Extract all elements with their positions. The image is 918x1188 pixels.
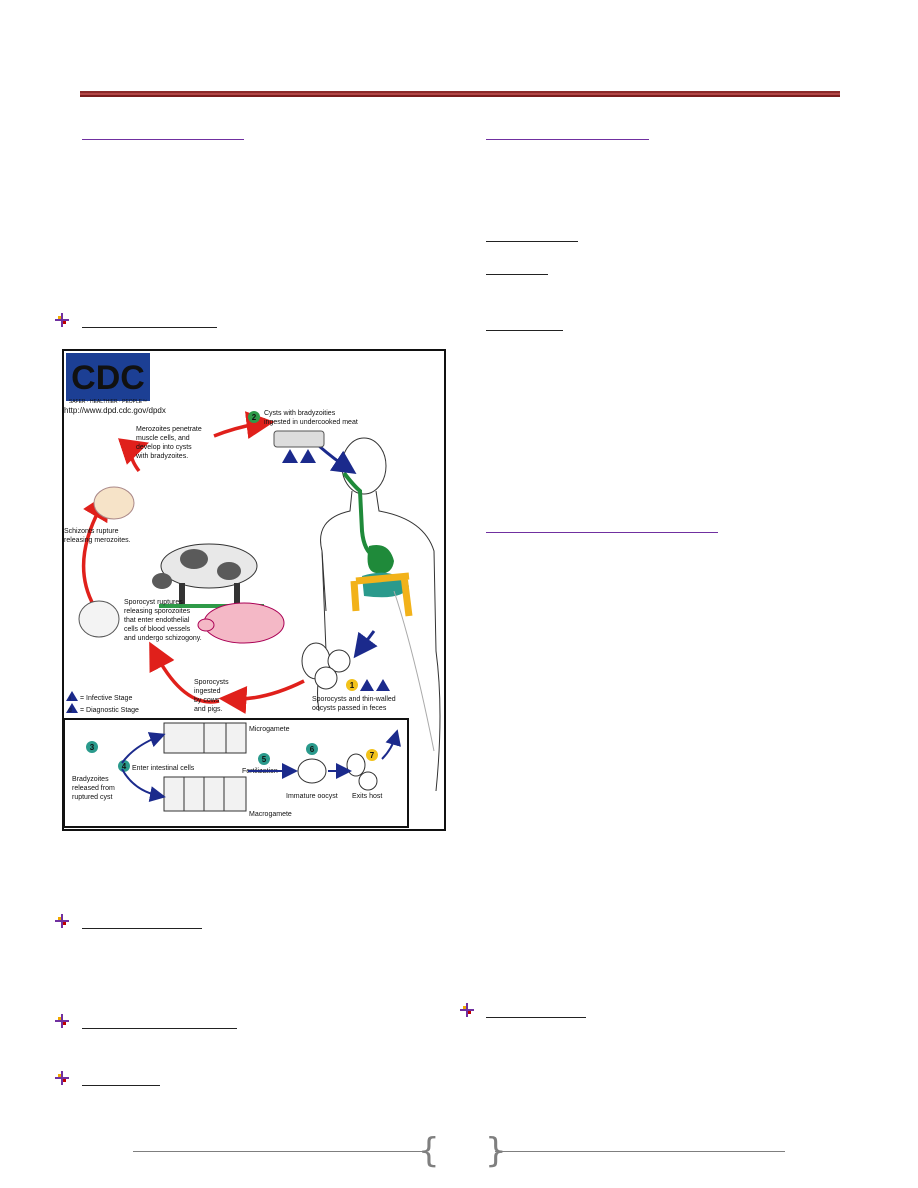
passed-stage-icons [360,679,390,691]
oocyst-cluster-icon [301,642,351,690]
bradyzoites-label-2: released from [72,785,115,792]
bullet-icon [55,313,69,327]
sporocyst-cell-icon [78,600,120,638]
bullet-icon [55,914,69,928]
sporocyst-label-2: releasing sporozoites [124,608,191,615]
step-3-badge [86,741,98,753]
left-bullet-underline-4 [82,1085,160,1086]
merozoites-label-4: with bradyzoites. [135,453,188,460]
svg-text:2: 2 [252,413,257,422]
cdc-logo: CDC SAFER · HEALTHIER · PEOPLE™ [66,353,150,405]
schizont-cell-icon [93,486,135,520]
left-bullet-underline-2 [82,928,202,929]
intestinal-inset-box [63,718,409,828]
ingested-label-1: Sporocysts [194,679,229,686]
svg-text:i: i [69,696,70,702]
sporocyst-label-5: and undergo schizogony. [124,635,202,642]
sporocyst-label-3: that enter endothelial [124,617,190,624]
svg-text:1: 1 [350,681,355,690]
step-1-badge [346,679,358,691]
bradyzoites-label-3: ruptured cyst [72,794,113,801]
cow-illustration [152,543,264,608]
stage-legend: i = Infective Stage d = Diagnostic Stage [66,691,139,714]
legend-diagnostic: = Diagnostic Stage [80,707,139,714]
svg-text:d: d [68,708,71,714]
bullet-icon [55,1071,69,1085]
left-bullet-underline-3 [82,1028,237,1029]
meat-cyst-icon [273,430,325,448]
cysts-label-1: Cysts with bradyzoities [264,410,336,417]
right-heading-underline-1 [486,139,649,140]
right-heading-underline-2 [486,532,718,533]
merozoites-label-1: Merozoites penetrate [136,426,202,433]
digestive-tract-illustration [342,471,435,752]
step-2-badge [248,411,260,423]
enter-cells-label: Enter intestinal cells [132,765,195,772]
right-underline-3 [486,274,548,275]
cdc-logo-text: CDC [71,359,145,397]
schizonts-label-1: Schizonts rupture [64,528,119,535]
macrogamete-label: Macrogamete [249,811,292,818]
microgamete-label: Microgamete [249,726,290,733]
transmission-arrows [318,444,378,659]
schizonts-label-2: releasing merozoites. [64,537,131,544]
exits-host-label: Exits host [352,793,382,800]
svg-text:4: 4 [122,762,127,771]
step-7-badge [366,749,378,761]
step-6-badge [306,743,318,755]
ingested-label-3: by cows [194,697,220,704]
sporocyst-label-1: Sporocyst ruptures [124,599,183,606]
immature-oocyst-icon [297,758,327,784]
right-underline-2 [486,241,578,242]
footer-left-brace-icon: { [418,1131,440,1171]
microgamete-cells [163,722,247,754]
ingested-label-2: ingested [194,688,221,695]
footer-rule-left [133,1151,423,1152]
svg-text:6: 6 [310,745,315,754]
cysts-label-2: ingested in undercooked meat [264,419,358,426]
human-body-illustration [317,437,441,792]
svg-text:7: 7 [370,751,375,760]
cdc-tagline: SAFER · HEALTHIER · PEOPLE™ [69,399,147,405]
passed-label-1: Sporocysts and thin-walled [312,696,396,703]
svg-text:5: 5 [262,755,267,764]
svg-text:3: 3 [90,743,95,752]
sporocyst-label-4: cells of blood vessels [124,626,191,633]
left-bullet-underline-1 [82,327,217,328]
merozoites-label-2: muscle cells, and [136,435,190,442]
bullet-icon [55,1014,69,1028]
footer-rule-right [495,1151,785,1152]
bradyzoites-label-1: Bradyzoites [72,776,109,783]
cycle-arrows [81,411,305,714]
immature-oocyst-label: Immature oocyst [286,793,338,800]
pig-illustration [197,602,285,644]
legend-infective: = Infective Stage [80,695,132,702]
right-bullet-underline-1 [486,1017,586,1018]
right-underline-4 [486,330,563,331]
passed-label-2: oocysts passed in feces [312,705,387,712]
infective-diagnostic-icons [282,449,316,463]
bullet-icon [460,1003,474,1017]
step-5-badge [258,753,270,765]
header-rule [80,91,840,97]
cdc-url: http://www.dpd.cdc.gov/dpdx [64,406,166,415]
step-4-badge [118,760,130,772]
macrogamete-cells [163,776,247,812]
ingested-label-4: and pigs. [194,706,222,713]
left-heading-underline-1 [82,139,244,140]
sarcocystis-life-cycle-figure: CDC SAFER · HEALTHIER · PEOPLE™ http://w… [62,349,446,831]
merozoites-label-3: develop into cysts [136,444,192,451]
